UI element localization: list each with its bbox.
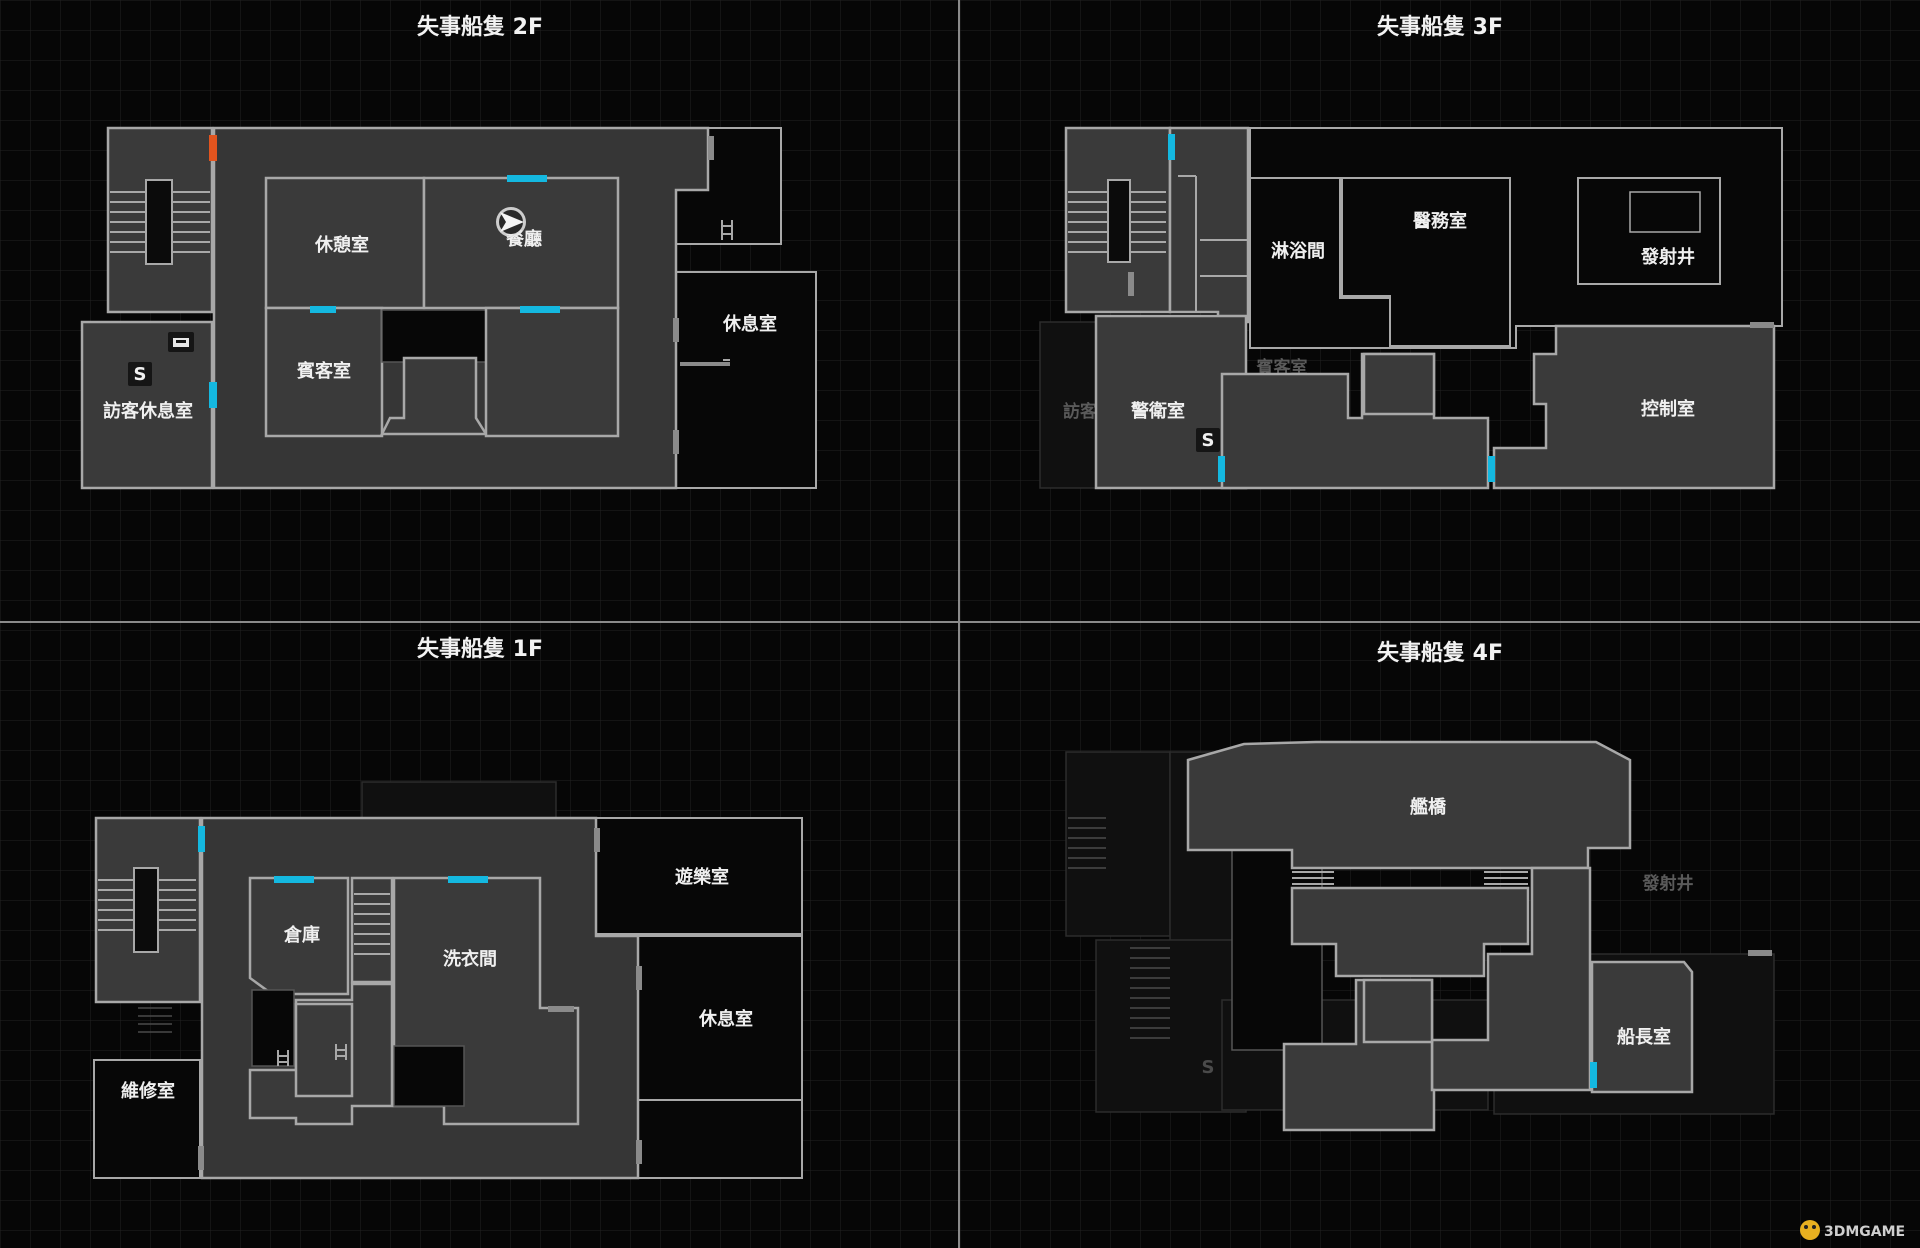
- room-1f-maintenance: [93, 1059, 201, 1179]
- room-label-1f-storage: 倉庫: [283, 924, 320, 946]
- door-2f-locked: [209, 135, 217, 161]
- door-1f-stair: [198, 826, 205, 852]
- door-2f-visitor-lounge: [209, 382, 217, 408]
- room-label-3f-control-room: 控制室: [1641, 398, 1695, 420]
- floor-panel-2f: 失事船隻 2F 訪客休息室 S: [80, 14, 817, 490]
- save-point-icon-ghost: S: [1202, 1057, 1215, 1078]
- room-label-2f-guest-room: 賓客室: [296, 360, 351, 382]
- stairs-1f-inner: [350, 876, 394, 984]
- room-label-3f-visitor-ghost: 訪客: [1063, 401, 1098, 422]
- room-4f-central: [1290, 886, 1530, 978]
- floor-panel-1f: 失事船隻 1F 遊樂室 休息室: [93, 636, 803, 1180]
- room-label-3f-guard-room: 警衛室: [1131, 400, 1185, 422]
- room-1f-dark-small: [393, 1045, 465, 1107]
- staircase-4f-left: [1292, 871, 1334, 885]
- staircase-3f: [1068, 179, 1166, 263]
- room-label-1f-recreation: 遊樂室: [675, 866, 729, 888]
- floor-title-1f: 失事船隻 1F: [417, 636, 543, 662]
- room-3f-launch-shaft: [1577, 177, 1721, 285]
- room-label-4f-launch-shaft-ghost: 發射井: [1642, 873, 1694, 894]
- room-2f-lower-right: [484, 306, 620, 438]
- ghost-1f-top: [361, 781, 557, 819]
- room-4f-bridge: [1186, 740, 1632, 870]
- room-1f-rest-room: [637, 935, 803, 1115]
- svg-text:S: S: [1202, 430, 1215, 451]
- staircase-1f: [98, 867, 196, 953]
- room-2f-guest-room: [264, 306, 384, 438]
- room-label-1f-rest-room: 休息室: [698, 1008, 753, 1030]
- floor-title-4f: 失事船隻 4F: [1377, 640, 1503, 666]
- watermark-logo: 3DMGAME: [1800, 1220, 1905, 1240]
- room-label-2f-lounge: 休憩室: [314, 234, 369, 256]
- door-2f-lower-right: [520, 306, 560, 313]
- room-label-3f-launch-shaft: 發射井: [1640, 246, 1695, 268]
- room-4f-small: [1362, 978, 1434, 1044]
- ladder-1f-b: [335, 1044, 347, 1060]
- ladder-2f: [721, 220, 733, 240]
- door-2f-rest-room-a: [673, 318, 679, 342]
- door-3f-guard: [1218, 456, 1225, 482]
- door-3f-upper-right: [1750, 322, 1774, 328]
- floor-panel-4f: 失事船隻 4F S 發射井: [1065, 640, 1775, 1132]
- watermark-text: 3DMGAME: [1824, 1224, 1905, 1240]
- room-label-1f-maintenance: 維修室: [121, 1080, 175, 1102]
- corridor-3f-north: [1168, 126, 1250, 324]
- room-2f-small: [379, 356, 489, 436]
- floor-title-2f: 失事船隻 2F: [417, 14, 543, 40]
- room-label-2f-rest-room: 休息室: [722, 313, 777, 335]
- staircase-2f: [110, 179, 210, 265]
- save-point-icon: S: [1196, 428, 1220, 452]
- door-2f-rest-room-b: [673, 430, 679, 454]
- door-3f-stair-side: [1128, 272, 1134, 296]
- ladder-1f-a: [277, 1050, 289, 1066]
- room-2f-dark-passage: [381, 309, 487, 363]
- staircase-1f-lower: [138, 1007, 172, 1033]
- door-1f-recreation: [594, 828, 600, 852]
- door-1f-rest-room: [636, 966, 642, 990]
- room-label-2f-visitor-lounge: 訪客休息室: [103, 400, 193, 422]
- corridor-4f-right: [1430, 866, 1592, 1092]
- door-1f-maintenance: [198, 1146, 204, 1170]
- door-3f-control: [1488, 456, 1495, 482]
- room-1f-ladder-room: [294, 1002, 354, 1098]
- door-1f-laundry-side: [548, 1006, 574, 1012]
- floor-panel-3f: 失事船隻 3F 訪客: [1039, 14, 1783, 490]
- door-3f-stair: [1168, 134, 1175, 160]
- door-2f-upper-right: [708, 136, 714, 160]
- door-4f-captain: [1590, 1062, 1597, 1088]
- staircase-4f-right: [1484, 871, 1528, 885]
- door-1f-lower-right: [636, 1140, 642, 1164]
- floor-title-3f: 失事船隻 3F: [1377, 14, 1503, 40]
- room-2f-lounge: [264, 176, 426, 310]
- door-2f-guest-room: [310, 306, 336, 313]
- door-1f-storage: [274, 876, 314, 883]
- room-label-4f-captain: 船長室: [1617, 1026, 1671, 1048]
- room-label-1f-laundry: 洗衣間: [443, 948, 497, 970]
- save-point-icon: S: [128, 362, 152, 386]
- door-2f-dining: [507, 175, 547, 182]
- room-label-3f-medical: 醫務室: [1413, 210, 1467, 232]
- room-3f-small: [1362, 352, 1436, 416]
- room-3f-medical: [1341, 177, 1511, 347]
- ghost-3f-visitor: [1039, 321, 1099, 489]
- room-1f-storage: [248, 876, 350, 996]
- door-4f-ghost-right: [1748, 950, 1772, 956]
- room-3f-control-room: [1492, 324, 1776, 490]
- door-1f-laundry: [448, 876, 488, 883]
- svg-text:S: S: [134, 364, 147, 385]
- player-position-icon: [496, 207, 526, 237]
- room-1f-lower-right: [637, 1099, 803, 1179]
- room-label-3f-shower: 淋浴間: [1271, 240, 1325, 262]
- room-label-4f-bridge: 艦橋: [1410, 796, 1447, 818]
- room-1f-recreation: [595, 817, 803, 935]
- room-2f-rest-room: [675, 271, 817, 489]
- region-4f-dark: [1231, 849, 1323, 1051]
- typewriter-icon: [168, 332, 194, 352]
